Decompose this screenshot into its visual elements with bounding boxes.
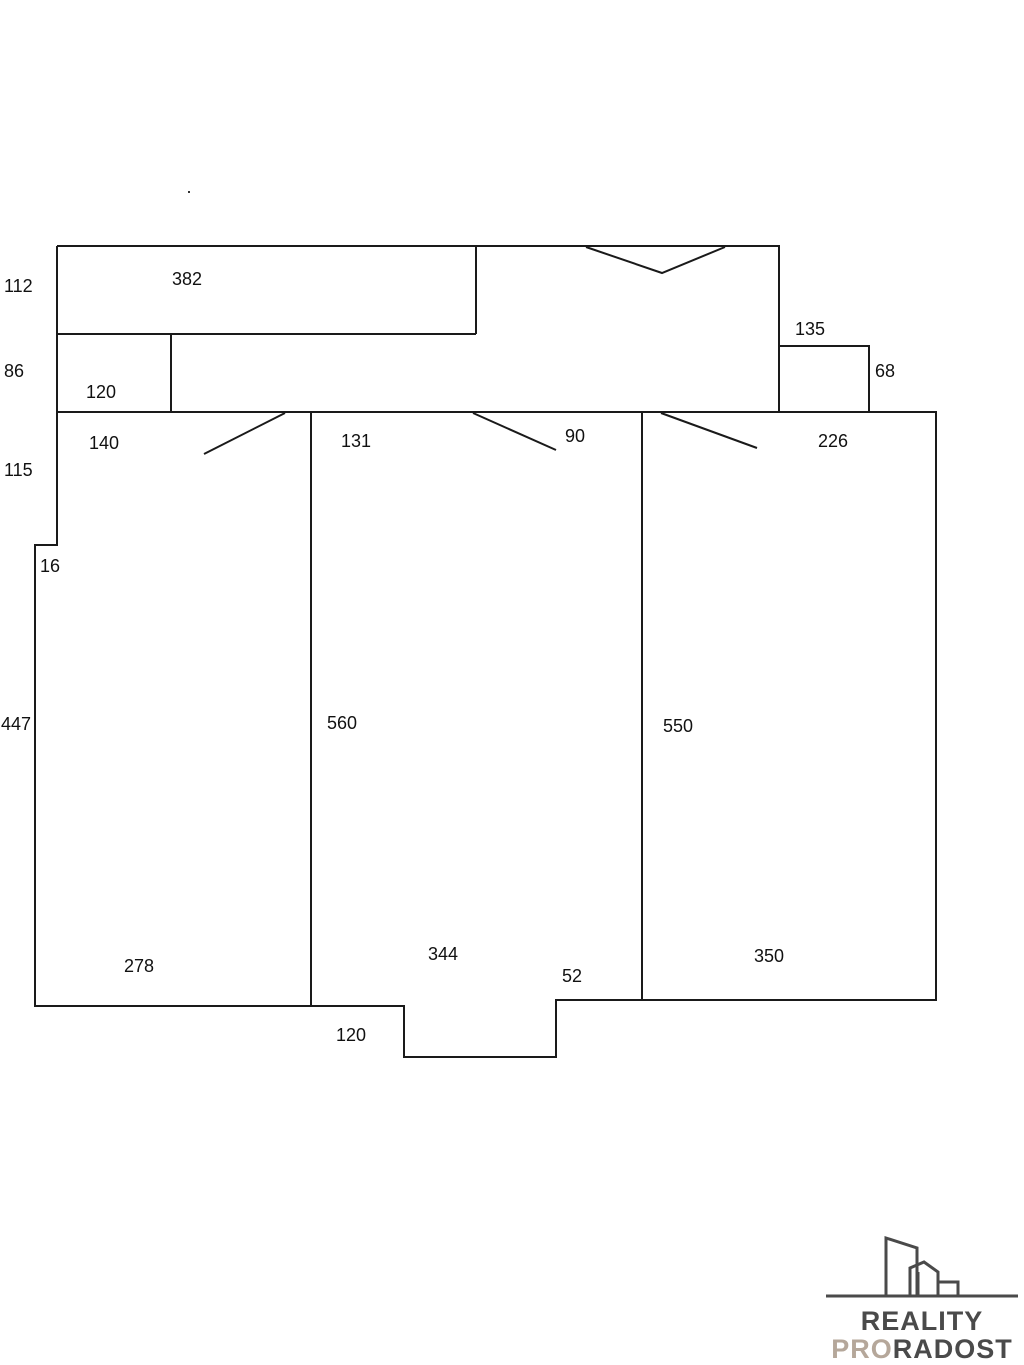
- dim-550: 550: [663, 716, 693, 736]
- logo-line2: PRORADOST: [831, 1334, 1013, 1364]
- dim-120-bottom: 120: [336, 1025, 366, 1045]
- dim-115: 115: [4, 460, 33, 480]
- logo-radost: RADOST: [893, 1334, 1013, 1364]
- dim-560: 560: [327, 713, 357, 733]
- dim-86: 86: [4, 361, 24, 381]
- logo-line1: REALITY: [861, 1306, 984, 1336]
- buildings-icon: [826, 1235, 1018, 1298]
- dim-16: 16: [40, 556, 60, 576]
- outer-wall: [34, 245, 937, 1058]
- dim-140: 140: [89, 433, 119, 453]
- dim-52: 52: [562, 966, 582, 986]
- dim-350: 350: [754, 946, 784, 966]
- door-room2: [472, 412, 557, 451]
- dim-90: 90: [565, 426, 585, 446]
- dim-68: 68: [875, 361, 895, 381]
- dim-131: 131: [341, 431, 371, 451]
- dim-344: 344: [428, 944, 458, 964]
- dim-278: 278: [124, 956, 154, 976]
- door-room3: [660, 412, 758, 449]
- dim-135: 135: [795, 319, 825, 339]
- stray-dot: [188, 191, 190, 193]
- dim-382: 382: [172, 269, 202, 289]
- dim-120-top: 120: [86, 382, 116, 402]
- reality-proradost-logo: REALITY PRORADOST: [826, 1235, 1018, 1364]
- dim-447: 447: [1, 714, 31, 734]
- dim-112: 112: [4, 276, 33, 296]
- door-room1: [203, 412, 286, 455]
- dim-226: 226: [818, 431, 848, 451]
- logo-pro: PRO: [831, 1334, 893, 1364]
- entrance-door: [585, 246, 726, 275]
